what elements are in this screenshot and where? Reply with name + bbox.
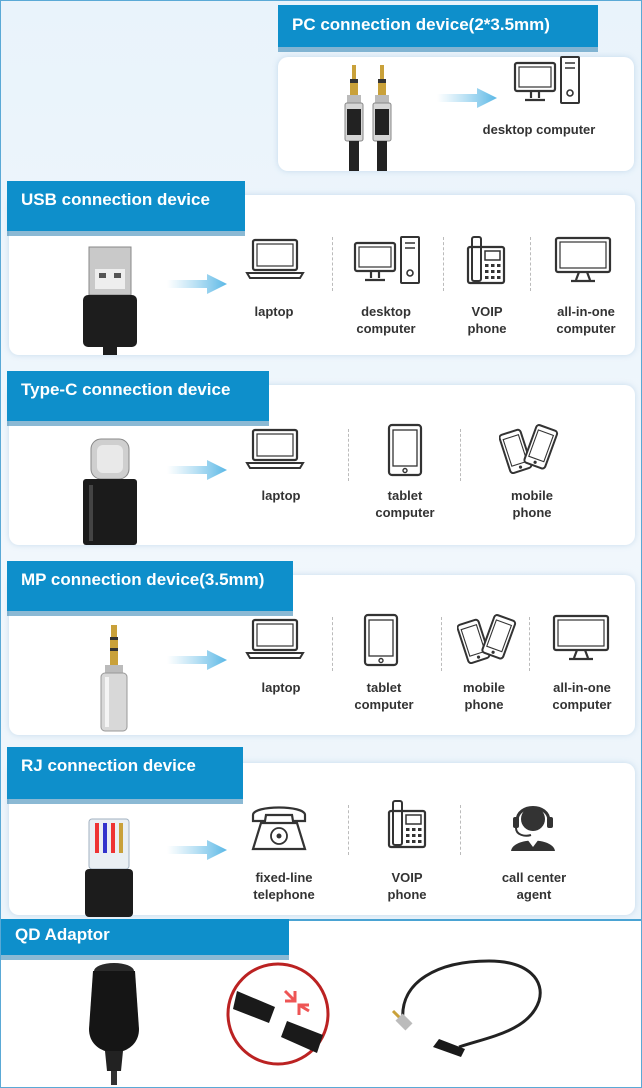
mp-plug-image <box>97 623 131 733</box>
desktop-computer-icon <box>513 55 583 107</box>
tablet-computer-icon <box>385 423 425 477</box>
qd-adaptor-image <box>83 959 145 1085</box>
pc-plug-image <box>339 63 399 171</box>
pc-arrow-icon <box>437 87 497 109</box>
mp-arrow-icon <box>167 649 227 671</box>
divider <box>441 617 442 671</box>
mp-device-label-laptop: laptop <box>261 680 301 695</box>
typec-device-label-laptop: laptop <box>261 488 301 503</box>
typec-plug-image <box>81 437 139 545</box>
divider <box>348 805 349 855</box>
call-center-agent-icon <box>505 799 561 853</box>
voip-phone-icon <box>464 235 508 287</box>
usb-section-title: USB connection device <box>7 181 245 236</box>
qd-connect-closeup-image <box>225 961 331 1067</box>
divider <box>460 429 461 481</box>
typec-arrow-icon <box>167 459 227 481</box>
typec-device-label-mobile: mobile phone <box>511 488 553 520</box>
mp-device-label-aio: all-in-one computer <box>552 680 612 712</box>
typec-device-label-tablet: tablet computer <box>375 488 435 520</box>
fixed-line-telephone-icon <box>247 801 311 853</box>
mobile-phone-icon <box>457 613 517 667</box>
mp-device-label-tablet: tablet computer <box>354 680 414 712</box>
usb-arrow-icon <box>167 273 227 295</box>
usb-device-label-voip: VOIP phone <box>467 304 507 336</box>
usb-plug-image <box>81 245 139 355</box>
laptop-icon <box>245 617 305 661</box>
divider <box>443 237 444 291</box>
all-in-one-computer-icon <box>551 613 611 663</box>
laptop-icon <box>245 237 305 281</box>
mp-section-title: MP connection device(3.5mm) <box>7 561 293 616</box>
all-in-one-computer-icon <box>553 235 613 285</box>
rj-section-title: RJ connection device <box>7 747 243 804</box>
divider <box>460 805 461 855</box>
divider <box>332 237 333 291</box>
divider <box>332 617 333 671</box>
usb-device-label-desktop: desktop computer <box>356 304 416 336</box>
desktop-computer-icon <box>353 235 423 287</box>
pc-device-label: desktop computer <box>482 122 596 137</box>
mobile-phone-icon <box>499 423 559 477</box>
qd-cable-image <box>379 951 547 1057</box>
usb-device-label-laptop: laptop <box>254 304 294 319</box>
qd-section-title: QD Adaptor <box>1 919 289 960</box>
mp-device-label-mobile: mobile phone <box>463 680 505 712</box>
tablet-computer-icon <box>361 613 401 667</box>
typec-section-title: Type-C connection device <box>7 371 269 426</box>
pc-card <box>278 57 634 171</box>
usb-device-label-aio: all-in-one computer <box>556 304 616 336</box>
divider <box>348 429 349 481</box>
rj-device-label-telephone: fixed-line telephone <box>253 870 315 902</box>
rj-plug-image <box>81 813 137 917</box>
rj-arrow-icon <box>167 839 227 861</box>
pc-section-title: PC connection device(2*3.5mm) <box>278 5 598 52</box>
divider <box>529 617 530 671</box>
rj-device-label-agent: call center agent <box>501 870 567 902</box>
voip-phone-icon <box>385 799 429 851</box>
divider <box>530 237 531 291</box>
laptop-icon <box>245 427 305 471</box>
rj-device-label-voip: VOIP phone <box>387 870 427 902</box>
